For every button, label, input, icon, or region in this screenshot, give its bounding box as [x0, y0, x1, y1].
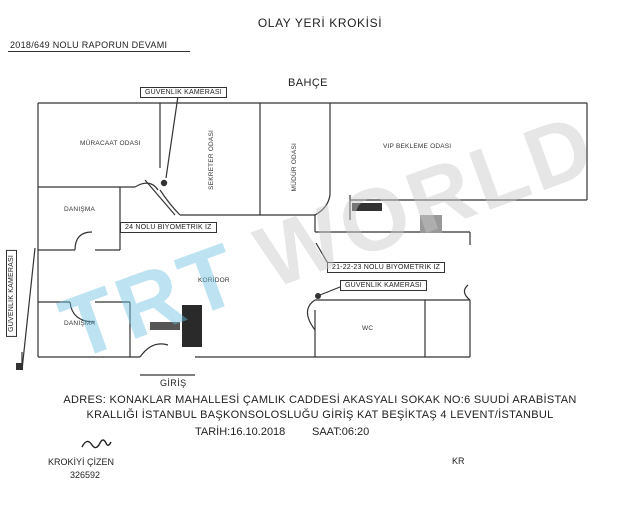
entrance-door — [139, 343, 169, 358]
signature-number: 326592 — [70, 470, 101, 480]
security-camera-top-icon — [160, 179, 168, 187]
camera-top-pointer — [165, 95, 179, 179]
report-underline — [8, 51, 190, 52]
corridor-evidence-bar — [150, 322, 180, 330]
report-reference: 2018/649 NOLU RAPORUN DEVAMI — [10, 40, 168, 50]
room-label-consult-top: DANIŞMA — [64, 206, 96, 213]
security-camera-left-icon — [16, 363, 23, 370]
callout-camera-right: GÜVENLİK KAMERASI — [340, 280, 427, 291]
camera-left-pointer — [21, 247, 36, 371]
signature-label: KROKİYİ ÇİZEN — [48, 457, 115, 467]
biometric-24-pointer — [144, 179, 176, 216]
signature-scribble — [81, 439, 112, 449]
consult-top-door — [74, 231, 93, 251]
room-label-corridor: KORİDOR — [198, 277, 230, 284]
entrance-label: GİRİŞ — [160, 378, 187, 388]
director-room-door — [314, 194, 331, 216]
security-camera-right-icon — [315, 293, 321, 299]
report-date: TARİH:16.10.2018 — [195, 426, 286, 438]
callout-biometric-24: 24 NOLU BİYOMETRİK İZ — [120, 222, 217, 233]
page-title: OLAY YERİ KROKİSİ — [257, 16, 383, 30]
address-line-1: ADRES: KONAKLAR MAHALLESİ ÇAMLIK CADDESİ… — [63, 394, 577, 406]
callout-camera-top: GÜVENLİK KAMERASI — [140, 87, 227, 98]
address-line-2: KRALLIĞI İSTANBUL BAŞKONSOLOSLUĞU GİRİŞ … — [86, 409, 554, 421]
room-label-wc: WC — [362, 325, 374, 332]
secretary-room-door — [159, 189, 181, 216]
room-label-consult-bottom: DANIŞMA — [64, 320, 96, 327]
room-label-application: MÜRACAAT ODASI — [80, 140, 141, 147]
vip-furniture-dark — [352, 203, 382, 211]
wc-door — [306, 299, 316, 331]
consult-bottom-door — [69, 301, 96, 323]
room-label-vip: VIP BEKLEME ODASI — [383, 143, 452, 150]
camera-right-pointer — [319, 286, 341, 296]
report-time: SAAT:06:20 — [312, 426, 370, 438]
callout-biometric-21-23: 21-22-23 NOLU BİYOMETRİK İZ — [327, 262, 446, 273]
corridor-evidence-block — [182, 305, 202, 347]
vip-furniture-grey — [420, 215, 442, 233]
wc-outer-door — [463, 284, 471, 301]
garden-label: BAHÇE — [288, 77, 328, 89]
signature-initials: KR — [452, 456, 465, 466]
